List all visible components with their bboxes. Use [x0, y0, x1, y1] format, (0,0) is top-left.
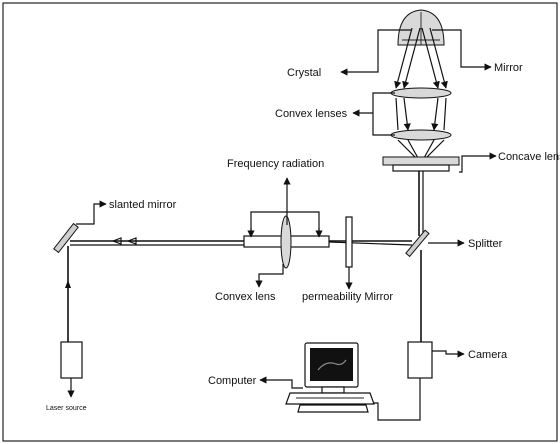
slanted-mirror: [53, 222, 79, 254]
label-crystal: Crystal: [287, 67, 321, 79]
concave-lens: [382, 156, 460, 166]
convex-lens-upper: [390, 87, 452, 99]
label-mirror: Mirror: [494, 62, 523, 74]
concave-lens-base: [392, 164, 450, 172]
laser-source-box: [60, 341, 83, 379]
label-permeability-mirror: permeability Mirror: [302, 291, 393, 303]
label-camera: Camera: [468, 349, 508, 361]
computer-icon: [285, 342, 375, 413]
label-convex-lenses: Convex lenses: [275, 108, 348, 120]
label-concave-lens: Concave lens: [498, 151, 560, 163]
label-slanted-mirror: slanted mirror: [109, 199, 177, 211]
convex-lens-lower: [390, 129, 452, 141]
label-computer: Computer: [208, 375, 257, 387]
camera-box: [407, 341, 433, 379]
label-splitter: Splitter: [468, 238, 503, 250]
label-frequency-radiation: Frequency radiation: [227, 158, 324, 170]
splitter: [405, 229, 430, 258]
convergent-rays: [394, 27, 448, 159]
crystal-mirror-dome: [397, 9, 445, 46]
label-convex-lens: Convex lens: [215, 291, 276, 303]
label-laser-source: Laser source: [46, 405, 87, 412]
permeability-mirror: [345, 216, 353, 268]
convex-lens-center: [280, 215, 292, 269]
